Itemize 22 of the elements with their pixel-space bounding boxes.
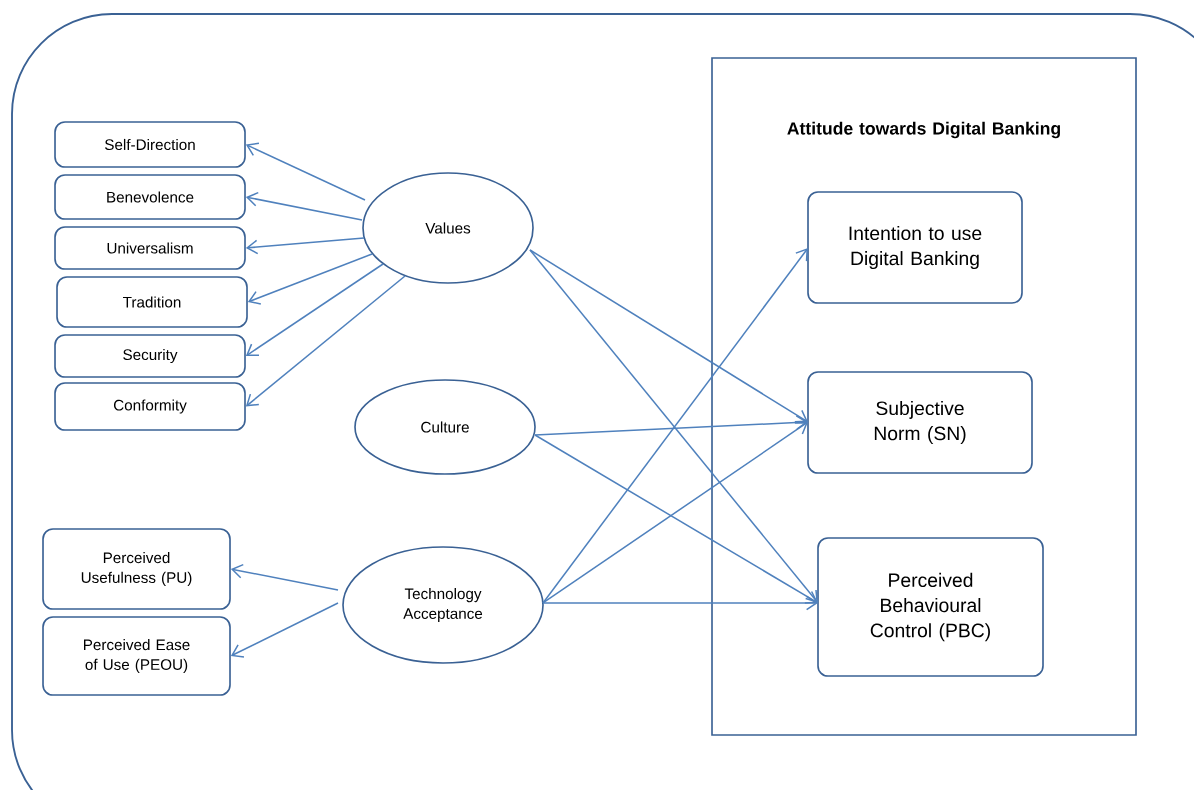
construct-box: Benevolence <box>54 174 246 220</box>
arrow <box>230 563 339 591</box>
construct-box: Perceived Usefulness (PU) <box>42 528 231 610</box>
construct-box: Intention to use Digital Banking <box>807 191 1023 304</box>
arrow <box>247 253 373 305</box>
arrow <box>245 275 406 407</box>
construct-box: Self-Direction <box>54 121 246 168</box>
construct-box: Perceived Ease of Use (PEOU) <box>42 616 231 696</box>
arrow <box>245 237 365 255</box>
arrow <box>534 415 808 436</box>
construct-box: Conformity <box>54 382 246 431</box>
construct-box: Tradition <box>56 276 248 328</box>
construct-box: Security <box>54 334 246 378</box>
construct-box: Subjective Norm (SN) <box>807 371 1033 474</box>
construct-box: Universalism <box>54 226 246 270</box>
arrow <box>230 602 339 658</box>
arrow <box>542 595 818 611</box>
arrow <box>245 191 363 221</box>
arrow <box>245 142 366 201</box>
arrow <box>529 249 808 423</box>
arrow <box>245 263 384 356</box>
construct-box: Perceived Behavioural Control (PBC) <box>817 537 1044 677</box>
